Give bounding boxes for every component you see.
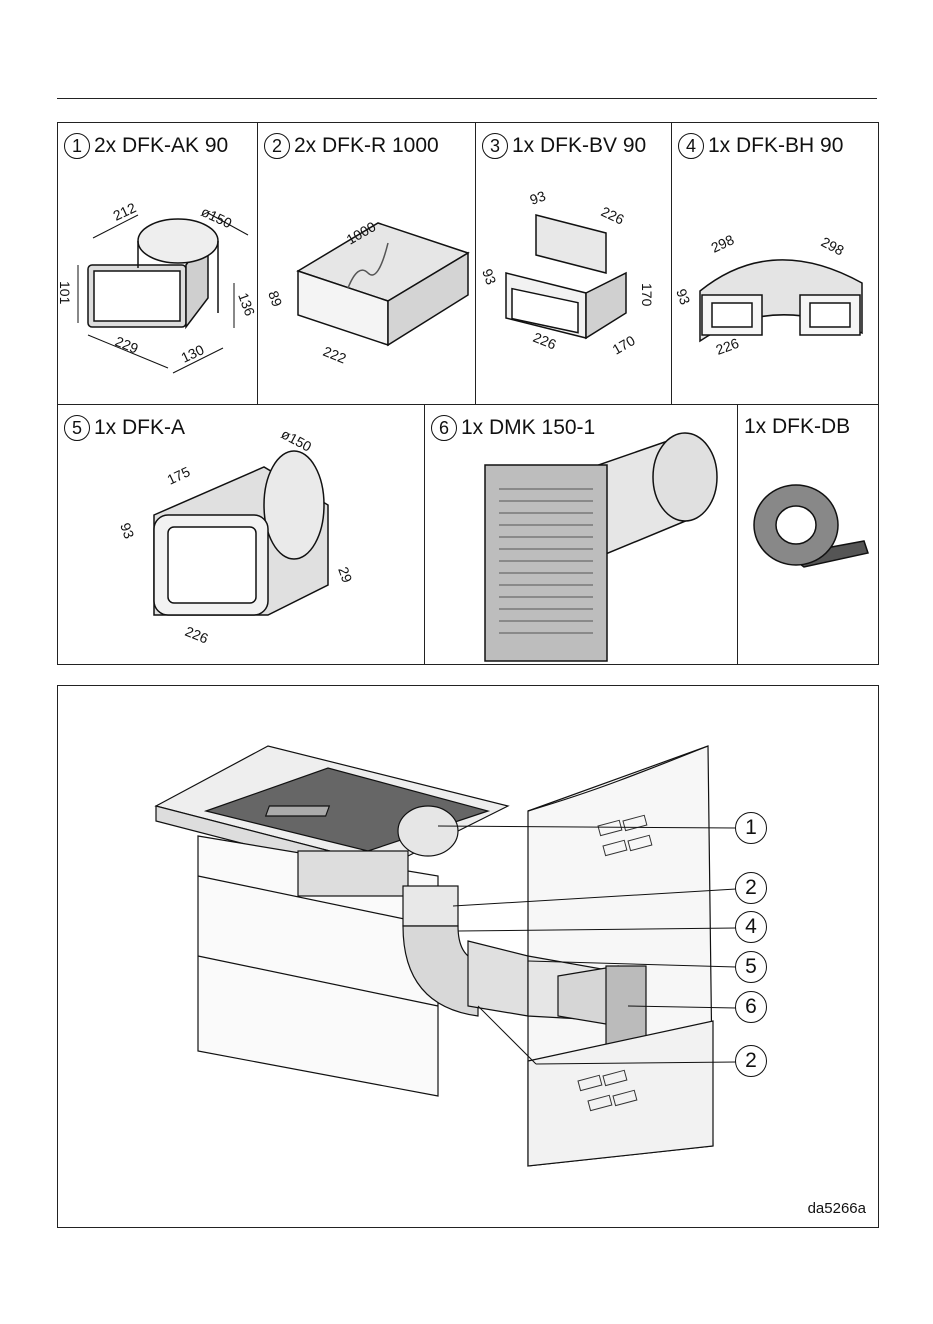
callout-4: 4	[735, 911, 767, 943]
horizontal-bend-drawing: 298 298 93 226	[672, 123, 878, 405]
wall-sleeve-drawing	[425, 405, 738, 665]
dim-text: 93	[673, 287, 693, 307]
installation-panel: 1 2 4 5 6 2 da5266a	[57, 685, 879, 1228]
figure-id: da5266a	[808, 1200, 866, 1217]
dim-text: 226	[714, 335, 742, 358]
adapter-drawing: 175 ø150 93 29 226	[58, 405, 425, 665]
dim-text: 212	[111, 199, 139, 223]
dim-text: 29	[335, 565, 355, 585]
vertical-bend-drawing: 93 226 93 170 226 170	[476, 123, 672, 405]
callout-2: 2	[735, 872, 767, 904]
tape-roll-drawing	[738, 405, 880, 665]
dim-text: 226	[183, 623, 211, 647]
dim-text: 226	[599, 203, 627, 227]
dim-text: 93	[479, 267, 499, 287]
callout-6: 6	[735, 991, 767, 1023]
dim-text: ø150	[279, 426, 315, 455]
dim-text: 175	[165, 463, 193, 487]
dim-text: 170	[639, 283, 655, 307]
callout-5: 5	[735, 951, 767, 983]
dim-text: 298	[819, 234, 847, 259]
dim-text: 226	[531, 329, 559, 353]
elbow-adapter-drawing: 212 ø150 101 136 229 130	[58, 123, 258, 405]
dim-text: 170	[610, 332, 638, 358]
dim-text: 93	[117, 521, 137, 541]
dim-text: 93	[528, 187, 548, 207]
dim-text: 298	[709, 231, 737, 255]
duct-drawing: 1000 89 222	[258, 123, 476, 405]
dim-text: 136	[235, 291, 258, 319]
header-rule	[57, 98, 877, 99]
callout-2b: 2	[735, 1045, 767, 1077]
dim-text: 229	[113, 333, 141, 357]
callout-1: 1	[735, 812, 767, 844]
dim-text: 89	[265, 289, 285, 309]
dim-text: 130	[179, 341, 207, 365]
dim-text: 222	[321, 343, 349, 367]
part-cell-7: 1x DFK-DB	[738, 405, 880, 665]
dim-text: 101	[58, 281, 73, 305]
